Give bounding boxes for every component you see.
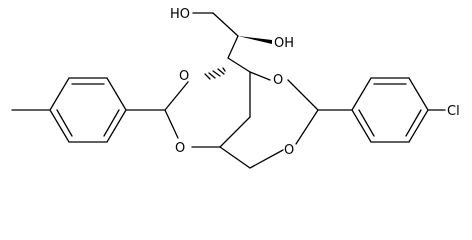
bond-c-o bbox=[249, 71, 271, 81]
structure-canvas: HO OH O O O O bbox=[11, 7, 460, 169]
ring-oxygen-label: O bbox=[175, 141, 185, 156]
hashed-bond bbox=[204, 67, 226, 80]
ring-oxygen-label: O bbox=[179, 69, 189, 84]
wedge-bond-oh bbox=[238, 36, 272, 44]
bond-c8a-c4a bbox=[219, 116, 251, 148]
chlorophenyl-ring: Cl bbox=[317, 77, 460, 143]
diol-chain: HO OH bbox=[170, 7, 294, 59]
bond-ch2-c8a bbox=[219, 146, 251, 169]
bond-choh-ring bbox=[227, 35, 239, 59]
hydroxyl-label-side: OH bbox=[274, 36, 294, 51]
ring-oxygen-label: O bbox=[284, 143, 294, 158]
aromatic-double-bond bbox=[358, 109, 375, 137]
molecule-structure: HO OH O O O O bbox=[11, 7, 460, 169]
benzene-ring bbox=[351, 77, 429, 143]
right-dioxane-ring: O O bbox=[219, 71, 319, 169]
chlorine-label: Cl bbox=[447, 104, 460, 119]
benzene-ring bbox=[49, 77, 127, 143]
tolyl-ring bbox=[11, 77, 166, 143]
bond-c2-o bbox=[164, 109, 179, 139]
bond-c4-c4a bbox=[227, 57, 251, 73]
bond-o-c2 bbox=[164, 81, 189, 111]
bond-o-c2 bbox=[287, 79, 319, 111]
bond-c2-o bbox=[295, 109, 319, 145]
aromatic-double-bond bbox=[56, 109, 73, 137]
hydroxyl-label-top: HO bbox=[170, 7, 190, 22]
ring-oxygen-label: O bbox=[273, 73, 283, 88]
left-dioxane-ring: O O bbox=[164, 57, 251, 156]
aromatic-double-bond bbox=[405, 109, 422, 137]
bond-ch2-choh bbox=[212, 12, 239, 37]
aromatic-double-bond bbox=[103, 109, 120, 137]
bond-o-ch2 bbox=[249, 149, 284, 169]
